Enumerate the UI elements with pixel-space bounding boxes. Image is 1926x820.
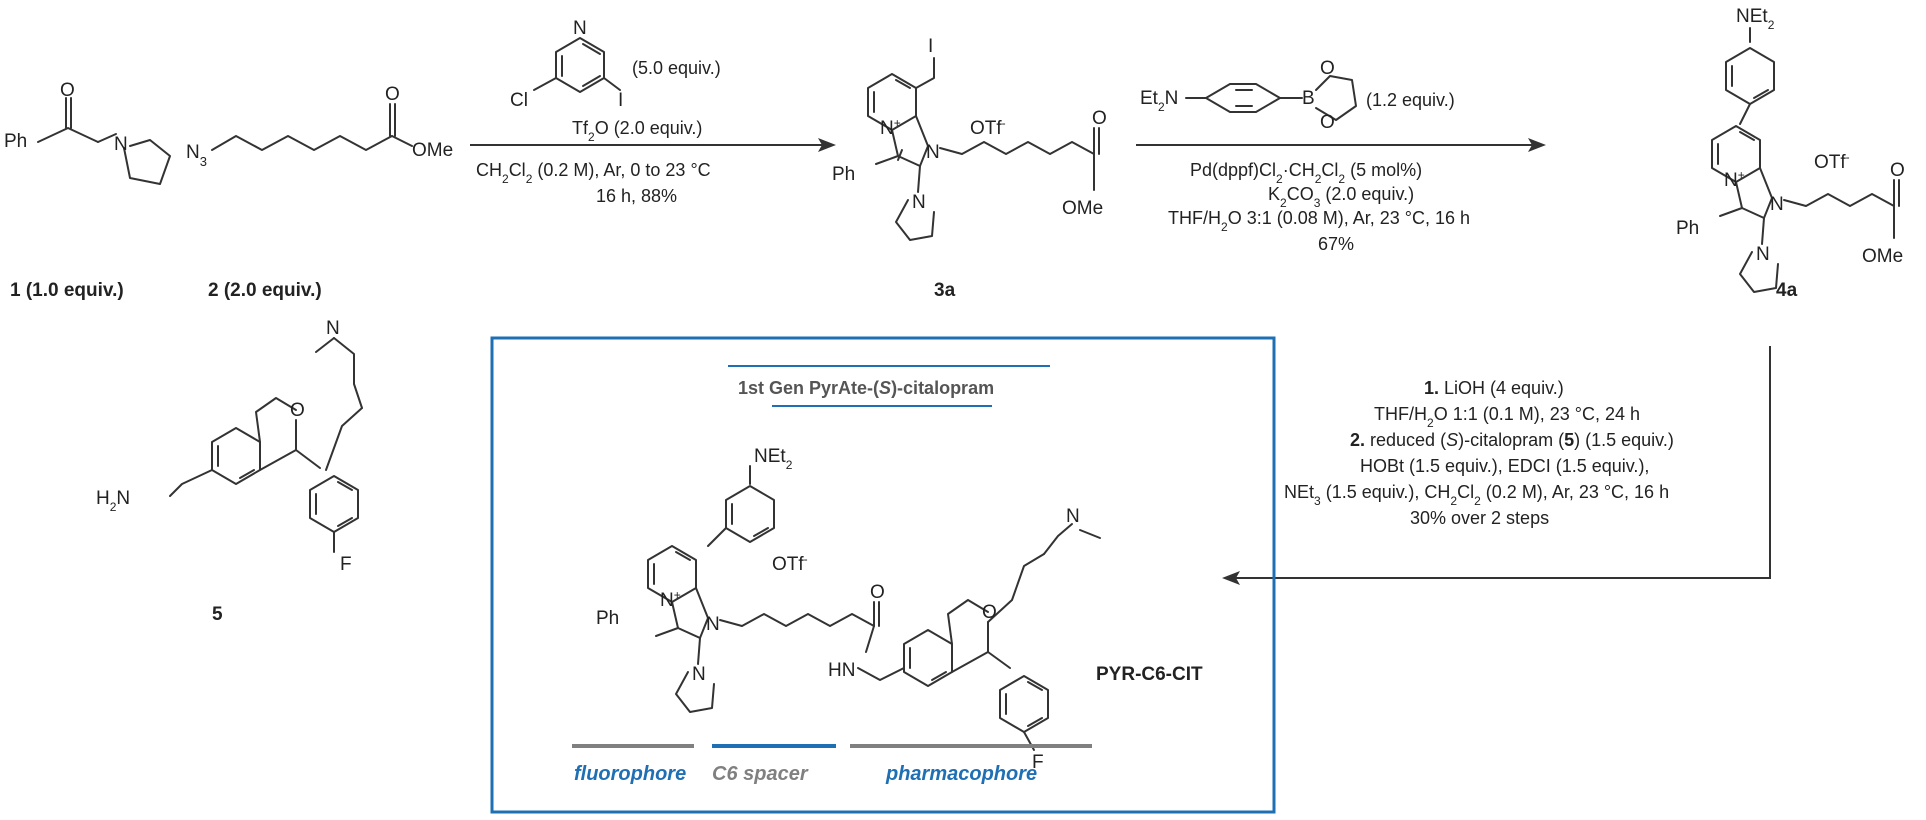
step-3-arrow: [1236, 346, 1771, 579]
pyrrolidine-nitrogen: N: [114, 134, 128, 155]
dimethylamino-nitrogen: N: [326, 318, 340, 339]
step-3-line-5: NEt3 (1.5 equiv.), CH2Cl2 (0.2 M), Ar, 2…: [1284, 482, 1669, 508]
fluorophore-label: fluorophore: [574, 763, 686, 785]
step-3-line-3: 2. reduced (S)-citalopram (5) (1.5 equiv…: [1350, 430, 1674, 450]
phenyl-label: Ph: [4, 131, 27, 152]
phenyl-label: Ph: [832, 164, 855, 185]
step-3-conditions: 1. LiOH (4 equiv.) THF/H2O 1:1 (0.1 M), …: [1222, 346, 1771, 585]
ring-oxygen: O: [290, 400, 305, 421]
triflate-counterion: OTf-: [772, 552, 808, 575]
pinacol-oxygen-2: O: [1320, 112, 1335, 133]
pyridinium-nitrogen: N+: [880, 116, 901, 139]
pyridinium-nitrogen: N+: [1724, 168, 1745, 191]
pharmacophore-label: pharmacophore: [885, 763, 1037, 785]
compound-2: N3 O OMe 2 (2.0 equiv.): [186, 84, 453, 301]
compound-5-label: 5: [212, 604, 223, 625]
tf2o-condition: Tf2O (2.0 equiv.): [572, 118, 702, 144]
pyridine-equiv: (5.0 equiv.): [632, 58, 721, 78]
compound-4a-label: 4a: [1776, 280, 1798, 301]
compound-3a-label: 3a: [934, 280, 956, 301]
carbonyl-oxygen: O: [60, 80, 75, 101]
step-1-reagents: N Cl I (5.0 equiv.) Tf2O (2.0 equiv.) CH…: [470, 18, 836, 206]
chloro-label: Cl: [510, 90, 528, 111]
methoxy-label: OMe: [1862, 246, 1903, 267]
final-compound-label: PYR-C6-CIT: [1096, 664, 1203, 685]
step-2-yield: 67%: [1318, 234, 1354, 254]
boronate-equiv: (1.2 equiv.): [1366, 90, 1455, 110]
fluoro-label: F: [340, 554, 352, 575]
step-1-time-yield: 16 h, 88%: [596, 186, 677, 206]
final-product-box: 1st Gen PyrAte-(S)-citalopram NEt2 OTf- …: [490, 336, 1276, 814]
compound-1: Ph O N 1 (1.0 equiv.): [4, 80, 171, 301]
aminomethyl-label: H2N: [96, 488, 130, 514]
diethylamino-label: NEt2: [754, 446, 793, 472]
fluoro-label: F: [1032, 752, 1044, 773]
ester-carbonyl-oxygen: O: [1092, 108, 1107, 129]
spacer-label: C6 spacer: [712, 763, 809, 785]
step-2-reagents: Et2N B O O (1.2 equiv.) Pd(dppf)Cl2·CH2C…: [1136, 58, 1546, 254]
ring-oxygen: O: [982, 602, 997, 623]
phenyl-label: Ph: [1676, 218, 1699, 239]
ester-carbonyl-oxygen: O: [385, 84, 400, 105]
pyridinium-nitrogen: N+: [660, 588, 681, 611]
step-3-yield: 30% over 2 steps: [1410, 508, 1549, 528]
dimethylamino-nitrogen: N: [1066, 506, 1080, 527]
compound-3a: I N+ N N OTf- Ph O OMe 3a: [832, 36, 1107, 301]
phenyl-label: Ph: [596, 608, 619, 629]
iodo-label: I: [928, 36, 933, 57]
amide-oxygen: O: [870, 582, 885, 603]
step-3-line-1: 1. LiOH (4 equiv.): [1424, 378, 1564, 398]
azide-label: N3: [186, 142, 207, 169]
compound-1-label: 1 (1.0 equiv.): [10, 280, 124, 301]
boron-label: B: [1302, 88, 1315, 109]
imidazole-nitrogen: N: [1770, 194, 1784, 215]
compound-4a: NEt2 N+ N N OTf- Ph O OMe 4a: [1676, 6, 1905, 301]
methoxy-label: OMe: [1062, 198, 1103, 219]
iodo-label: I: [618, 90, 623, 111]
diethylamino-label: Et2N: [1140, 88, 1178, 114]
step-1-solvent: CH2Cl2 (0.2 M), Ar, 0 to 23 °C: [476, 160, 711, 186]
solvent-line: THF/H2O 3:1 (0.08 M), Ar, 23 °C, 16 h: [1168, 208, 1470, 234]
methoxy-label: OMe: [412, 140, 453, 161]
compound-2-label: 2 (2.0 equiv.): [208, 280, 322, 301]
diethylamino-label: NEt2: [1736, 6, 1775, 32]
compound-5: N O H2N F 5: [96, 318, 363, 625]
catalyst-line: Pd(dppf)Cl2·CH2Cl2 (5 mol%): [1190, 160, 1422, 186]
amide-nh-label: HN: [828, 660, 855, 681]
triflate-counterion: OTf-: [1814, 150, 1850, 173]
pyridine-nitrogen: N: [573, 18, 587, 39]
pinacol-oxygen-1: O: [1320, 58, 1335, 79]
base-line: K2CO3 (2.0 equiv.): [1268, 184, 1414, 210]
ester-carbonyl-oxygen: O: [1890, 160, 1905, 181]
imidazole-nitrogen: N: [706, 614, 720, 635]
pyrrolidine-nitrogen: N: [1756, 244, 1770, 265]
triflate-counterion: OTf-: [970, 116, 1006, 139]
step-3-line-2: THF/H2O 1:1 (0.1 M), 23 °C, 24 h: [1374, 404, 1640, 430]
pyrrolidine-nitrogen: N: [912, 192, 926, 213]
pyrrolidine-nitrogen: N: [692, 664, 706, 685]
step-3-line-4: HOBt (1.5 equiv.), EDCI (1.5 equiv.),: [1360, 456, 1649, 476]
box-title: 1st Gen PyrAte-(S)-citalopram: [738, 378, 994, 398]
imidazole-nitrogen: N: [926, 142, 940, 163]
